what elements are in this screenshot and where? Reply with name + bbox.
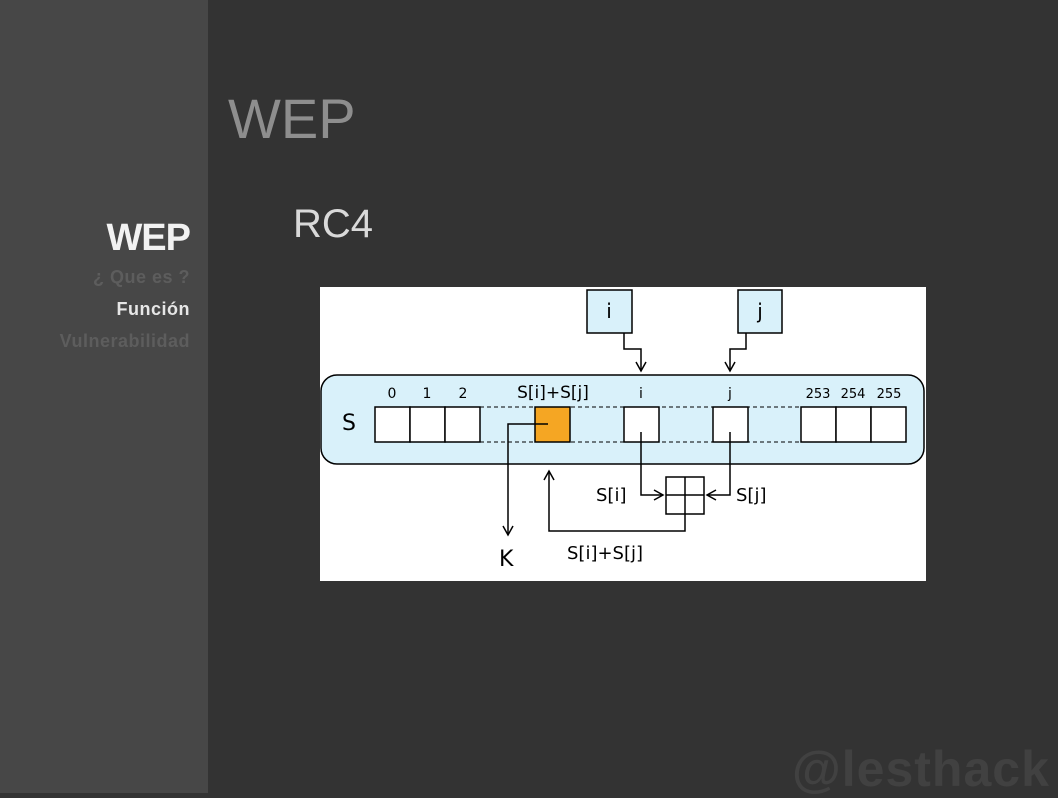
pointer-i-label: i bbox=[606, 299, 612, 323]
nav-item-vulnerabilidad[interactable]: Vulnerabilidad bbox=[59, 331, 190, 351]
nav-item-que-es[interactable]: ¿ Que es ? bbox=[92, 267, 190, 287]
sidebar: WEP ¿ Que es ? Función Vulnerabilidad bbox=[0, 0, 208, 793]
nav-item-funcion[interactable]: Función bbox=[116, 299, 190, 319]
pointer-i-arrow bbox=[623, 333, 647, 373]
index-label-sum: S[i]+S[j] bbox=[517, 383, 589, 403]
cell-1 bbox=[409, 406, 446, 443]
pointer-j-label: j bbox=[756, 299, 763, 323]
slide-subtitle: RC4 bbox=[293, 202, 374, 246]
watermark: @lesthack bbox=[792, 741, 1050, 797]
index-label-0: 0 bbox=[388, 386, 397, 402]
index-label-254: 254 bbox=[841, 387, 866, 402]
array-name-label: S bbox=[342, 411, 356, 436]
cell-2 bbox=[444, 406, 481, 443]
index-label-255: 255 bbox=[877, 387, 902, 402]
output-arrow bbox=[502, 423, 548, 537]
section-nav: WEP ¿ Que es ? Función Vulnerabilidad bbox=[59, 215, 191, 357]
nav-section-title: WEP bbox=[106, 217, 191, 259]
pointer-j-arrow bbox=[724, 333, 747, 373]
cell-253 bbox=[800, 406, 837, 443]
rc4-diagram: 0 1 2 S[i]+S[j] i j 253 254 255 S i j S[… bbox=[320, 287, 926, 581]
index-label-i: i bbox=[639, 386, 643, 402]
rc4-diagram-svg: 0 1 2 S[i]+S[j] i j 253 254 255 S i j S[… bbox=[320, 289, 925, 572]
si-flow-arrow bbox=[640, 432, 665, 501]
cell-254 bbox=[835, 406, 872, 443]
pointer-i-box bbox=[586, 289, 633, 334]
si-label: S[i] bbox=[596, 485, 626, 506]
cell-0 bbox=[374, 406, 411, 443]
sj-label: S[j] bbox=[736, 485, 766, 506]
slide-title: WEP bbox=[228, 87, 356, 150]
sj-flow-arrow bbox=[705, 432, 731, 501]
index-label-1: 1 bbox=[423, 386, 432, 402]
output-label: K bbox=[499, 547, 514, 572]
cell-255 bbox=[870, 406, 907, 443]
sum-label: S[i]+S[j] bbox=[567, 543, 643, 564]
pointer-j-box bbox=[737, 289, 783, 334]
index-label-j: j bbox=[727, 386, 732, 402]
index-label-253: 253 bbox=[806, 387, 831, 402]
index-label-2: 2 bbox=[459, 386, 468, 402]
sum-flow-arrow bbox=[543, 469, 686, 532]
